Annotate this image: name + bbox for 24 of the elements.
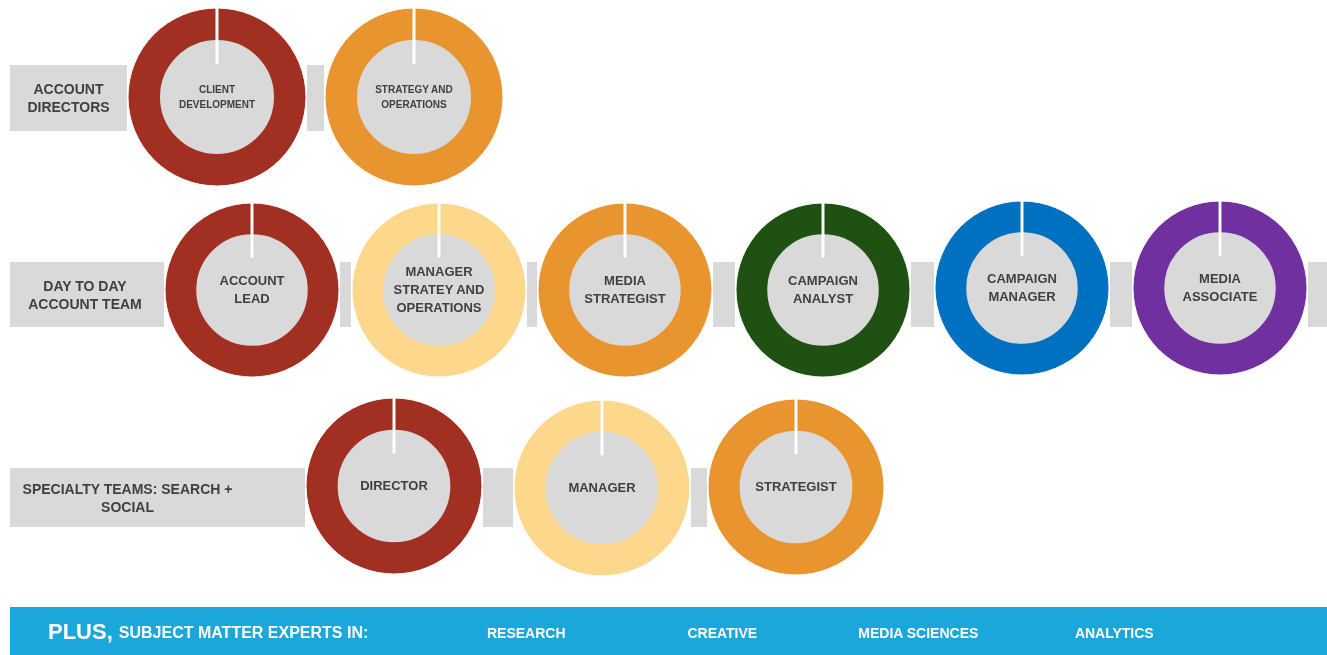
expertise-area: ANALYTICS (1016, 622, 1213, 644)
role-label: CLIENT DEVELOPMENT (177, 83, 257, 112)
row-band (10, 65, 127, 131)
experts-bar (10, 607, 1327, 655)
role-label: ACCOUNT LEAD (218, 272, 286, 308)
row-band (10, 468, 305, 527)
row-band (10, 262, 164, 327)
role-label: MEDIA ASSOCIATE (1181, 270, 1259, 306)
row-label: ACCOUNT DIRECTORS (26, 80, 111, 116)
role-label: CAMPAIGN ANALYST (787, 272, 859, 308)
row-label: SPECIALTY TEAMS: SEARCH + SOCIAL (21, 479, 234, 516)
role-label: MANAGER (568, 479, 636, 497)
role-label: MEDIA STRATEGIST (583, 272, 667, 308)
expertise-area: MEDIA SCIENCES (820, 622, 1017, 644)
experts-heading: SUBJECT MATTER EXPERTS IN: (118, 623, 369, 643)
experts-heading: PLUS, (48, 617, 113, 646)
role-label: CAMPAIGN MANAGER (986, 270, 1058, 306)
role-label: MANAGER STRATEY AND OPERATIONS (392, 263, 486, 317)
role-label: STRATEGY AND OPERATIONS (374, 83, 454, 112)
expertise-area: CREATIVE (624, 622, 821, 644)
role-label: DIRECTOR (360, 477, 428, 495)
expertise-area: RESEARCH (428, 622, 625, 644)
row-label: DAY TO DAY ACCOUNT TEAM (27, 276, 143, 313)
role-label: STRATEGIST (755, 478, 837, 496)
